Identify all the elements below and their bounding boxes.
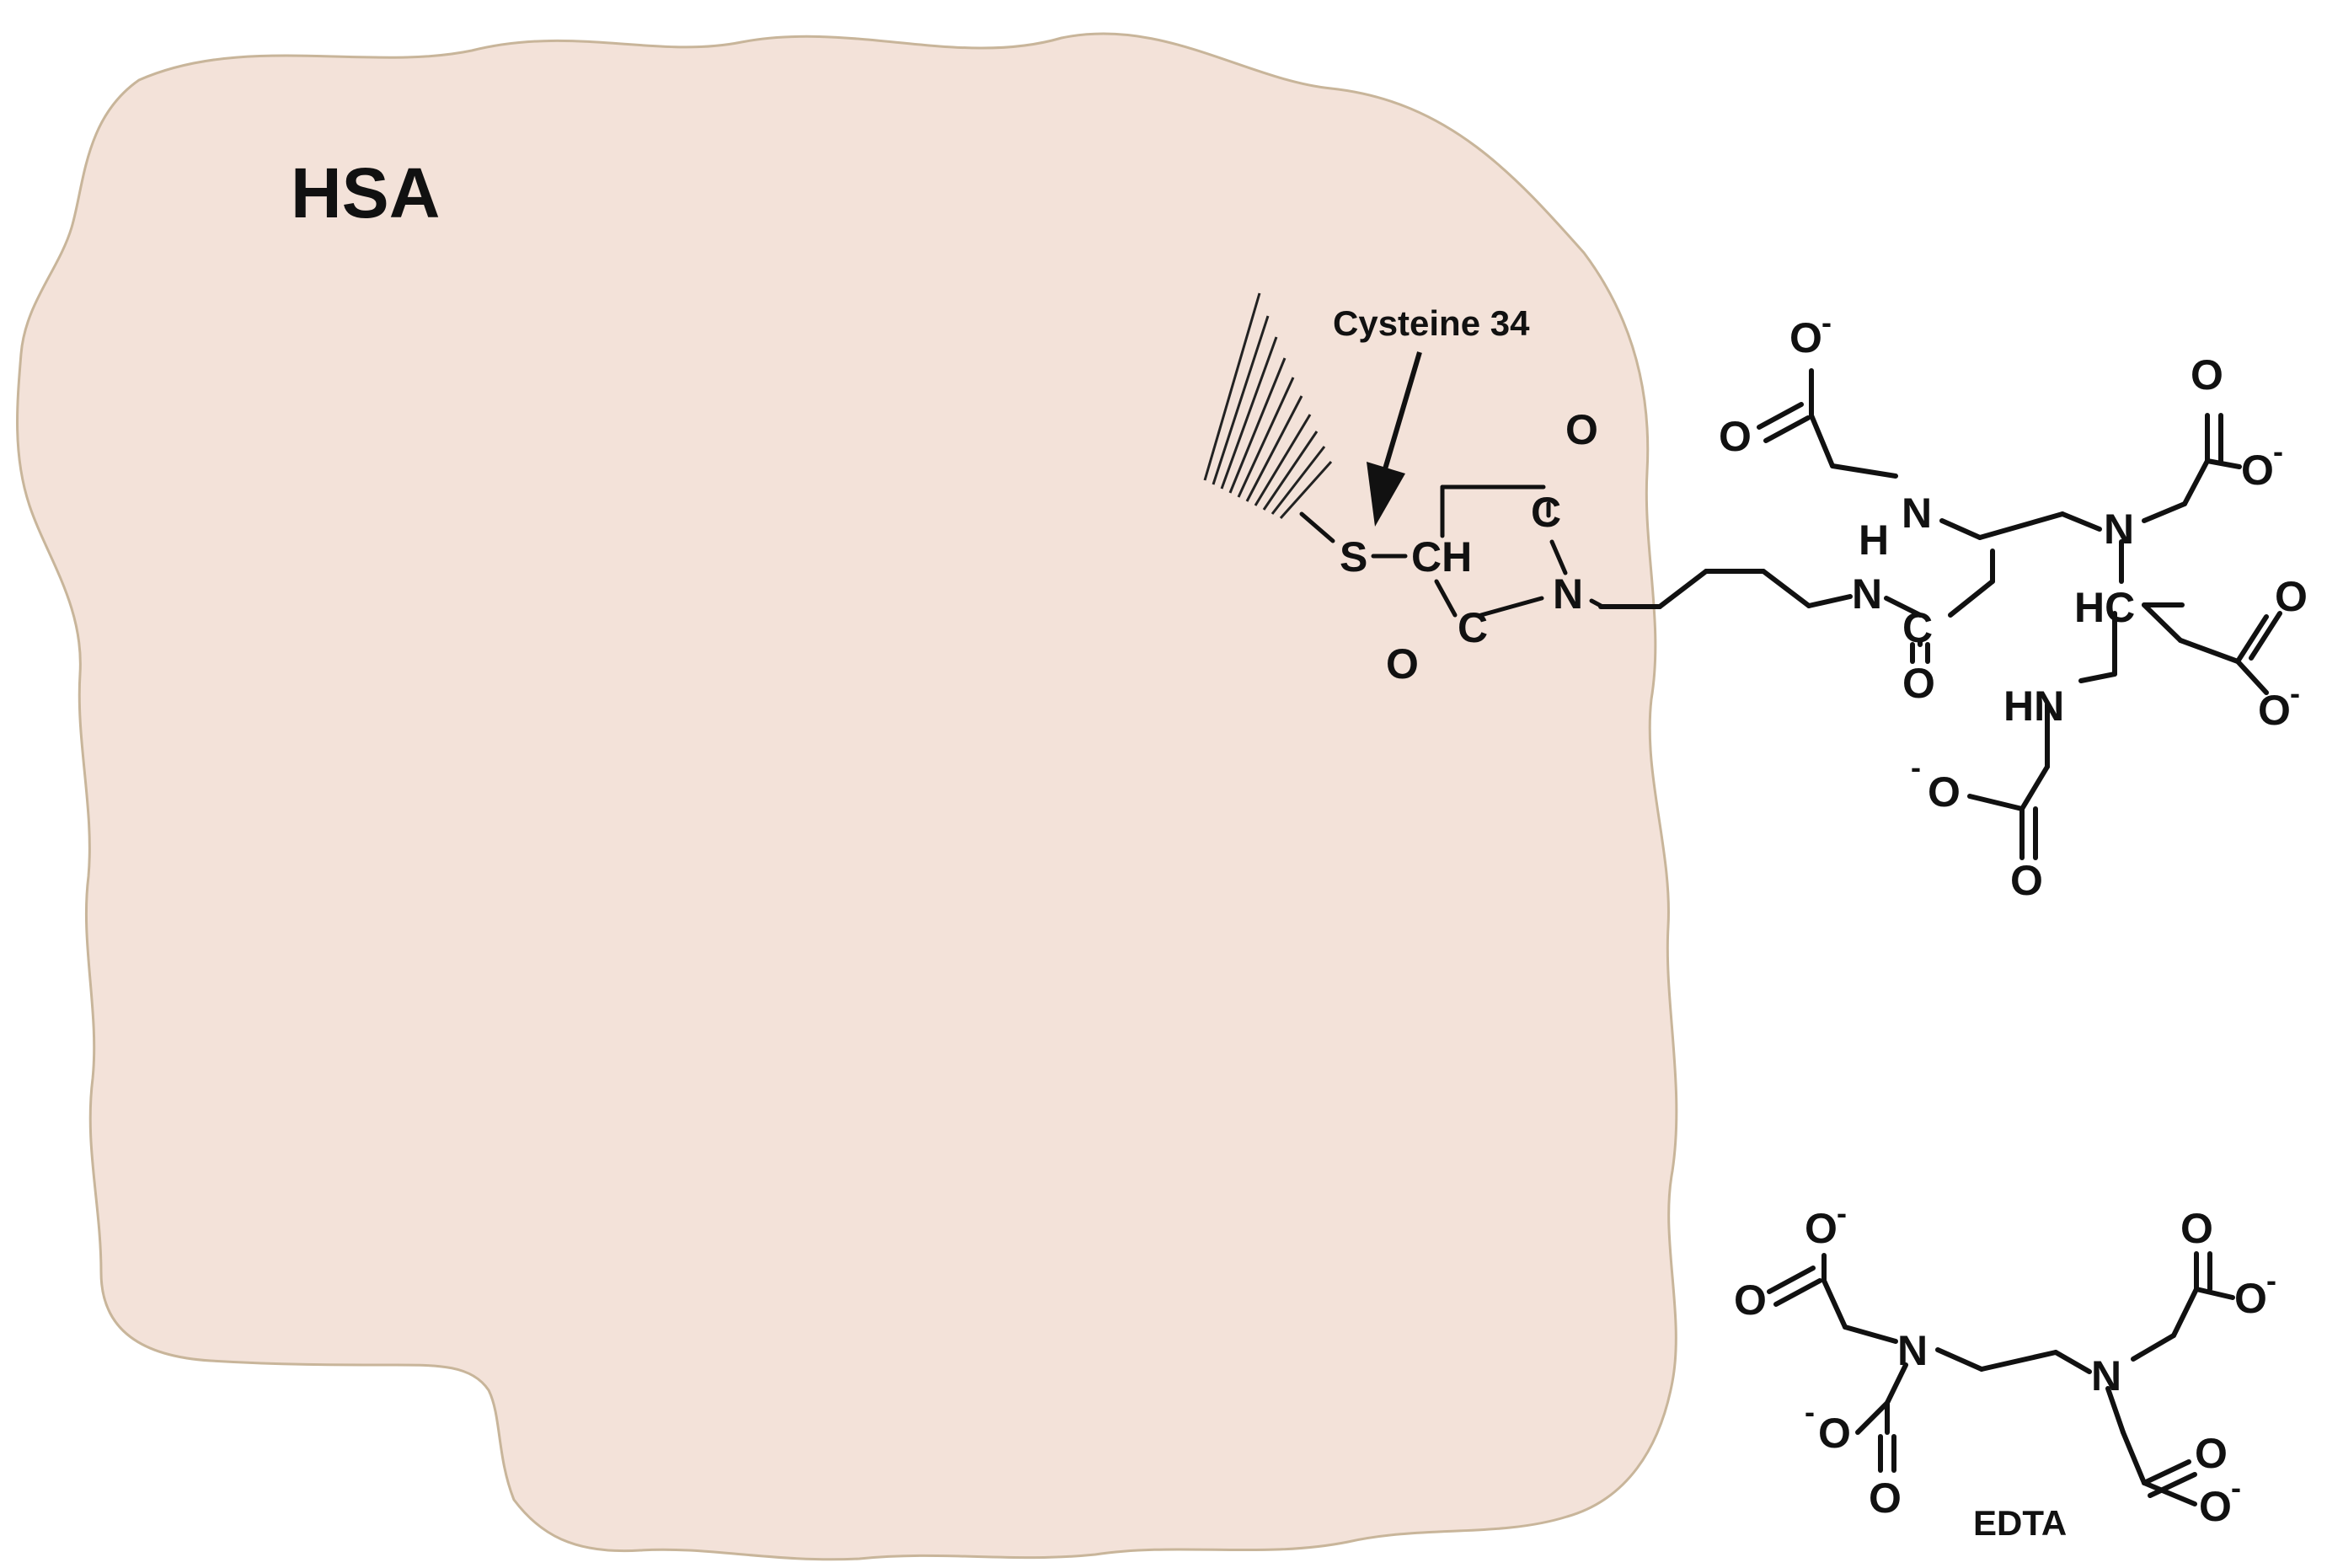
atom-o-minus-1: O <box>1789 314 1822 361</box>
atom-h-amide: H <box>1859 516 1889 564</box>
atom-hn: HN <box>2003 682 2064 730</box>
atom-n-ring: N <box>1553 570 1583 618</box>
atom-o-3: O <box>2275 573 2308 620</box>
atom-n-left: N <box>1902 490 1932 537</box>
edta-charge-4: - <box>2231 1470 2241 1505</box>
atom-o-1: O <box>1719 413 1752 460</box>
edta-atom-o-1: O <box>1734 1276 1767 1324</box>
edta-atom-o-3: O <box>1869 1474 1902 1522</box>
conjugate-bonds <box>1299 368 2282 860</box>
atom-o-top: O <box>1565 406 1598 453</box>
edta-atom-o-4: O <box>2195 1430 2228 1477</box>
edta-bonds <box>1767 1251 2235 1506</box>
atom-o-amide: O <box>1902 660 1935 707</box>
edta-atom-o-minus-3: O <box>1818 1410 1851 1457</box>
edta-charge-1: - <box>1837 1196 1847 1230</box>
protein-surface-hatching <box>1203 292 1333 520</box>
edta-atom-o-minus-2: O <box>2234 1275 2267 1322</box>
conjugate-atoms: S CH O C N C O H N C O N N HC HN O - O O… <box>1340 305 2308 904</box>
atom-n-right: N <box>2104 506 2134 553</box>
edta-atom-o-minus-4: O <box>2199 1483 2232 1530</box>
charge-4: - <box>1911 750 1921 784</box>
hsa-label: HSA <box>291 153 440 233</box>
atom-hc: HC <box>2074 584 2135 631</box>
charge-2: - <box>2273 434 2283 468</box>
cysteine-34-label: Cysteine 34 <box>1333 303 1530 343</box>
edta-atom-n-left: N <box>1897 1327 1928 1374</box>
atom-o-bottom: O <box>1386 640 1419 688</box>
charge-3: - <box>2290 676 2300 710</box>
atom-n-amide: N <box>1852 570 1882 618</box>
atom-c-amide: C <box>1902 604 1933 651</box>
atom-o-2: O <box>2191 351 2223 399</box>
edta-atom-o-minus-1: O <box>1805 1205 1838 1252</box>
atom-o-minus-2: O <box>2241 447 2274 494</box>
atom-c-top: C <box>1531 489 1561 536</box>
atom-ch: CH <box>1411 533 1472 581</box>
edta-charge-3: - <box>1805 1394 1815 1429</box>
atom-o-minus-3: O <box>2258 687 2291 734</box>
atom-s: S <box>1340 533 1367 581</box>
annotation-arrow-head <box>1367 462 1405 527</box>
charge-1: - <box>1821 305 1832 340</box>
atom-o-4: O <box>2010 857 2043 904</box>
edta-atoms: N N O - O O O - O - O O O - EDTA <box>1734 1196 2276 1543</box>
edta-charge-2: - <box>2266 1263 2276 1298</box>
atom-c-bottom: C <box>1458 604 1488 651</box>
annotation-arrow-shaft <box>1382 351 1422 473</box>
edta-atom-o-2: O <box>2180 1205 2213 1252</box>
edta-caption: EDTA <box>1973 1503 2067 1543</box>
edta-atom-n-right: N <box>2091 1352 2121 1399</box>
atom-o-minus-4: O <box>1928 768 1961 816</box>
hsa-protein-blob <box>16 32 1678 1561</box>
